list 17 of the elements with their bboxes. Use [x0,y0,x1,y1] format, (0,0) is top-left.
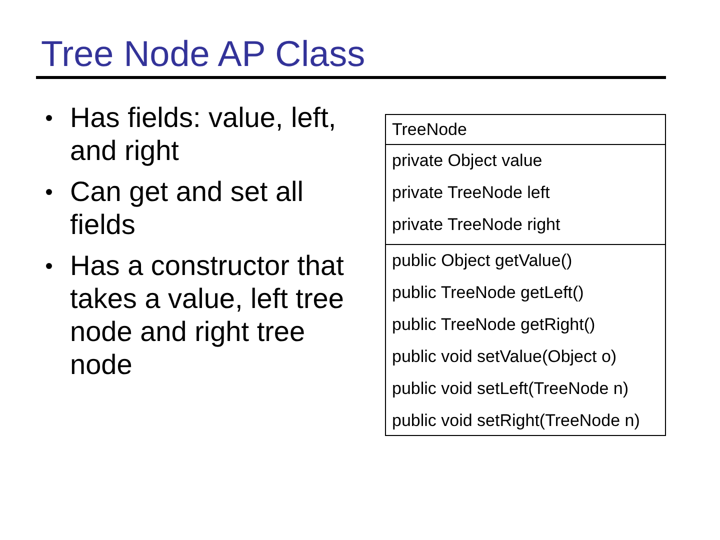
methods-compartment [385,245,666,436]
class-name-compartment [385,114,666,145]
class-name: TreeNode [392,120,467,140]
method-signature: public void setLeft(TreeNode n) [392,378,629,400]
method-signature: public TreeNode getRight() [392,314,596,336]
slide-title: Tree Node AP Class [41,33,366,75]
field-declaration: private TreeNode right [392,214,560,236]
field-declaration: private Object value [392,150,542,172]
method-signature: public TreeNode getLeft() [392,282,584,304]
bullet-text: Can get and set all fields [70,175,304,241]
method-signature: public void setValue(Object o) [392,346,617,368]
attributes-compartment [385,145,666,245]
method-signature: public Object getValue() [392,250,572,272]
bullet-text: Has fields: value, left, and right [70,101,338,167]
method-signature: public void setRight(TreeNode n) [392,410,640,432]
field-declaration: private TreeNode left [392,182,550,204]
bullet-text: Has a constructor that takes a value, left tree node and right tree node [70,249,345,381]
